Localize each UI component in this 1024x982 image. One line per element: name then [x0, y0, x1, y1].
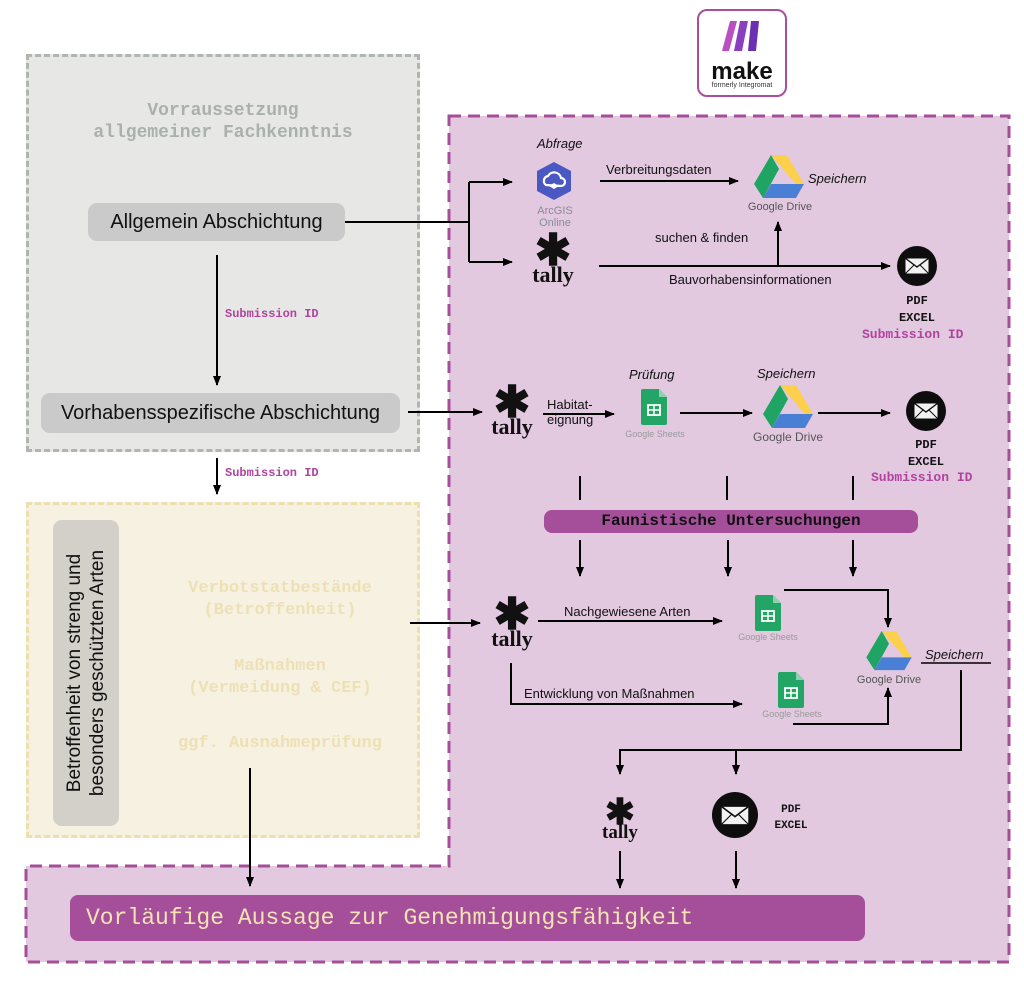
region-general-knowledge [26, 54, 420, 452]
tally-asterisk-icon: ✱ [493, 590, 531, 639]
output-doc-types-1: PDF EXCEL [887, 293, 947, 327]
google-drive-label-3: Google Drive [856, 674, 922, 686]
tally-asterisk-icon: ✱ [604, 791, 636, 832]
mail-icon-3[interactable] [712, 792, 758, 838]
google-drive-label-1: Google Drive [747, 201, 813, 213]
google-sheets-label-3: Google Sheets [762, 709, 822, 719]
region-make-automation [24, 114, 1011, 964]
output-doc-types-2: PDF EXCEL [896, 437, 956, 471]
tally-word-2: tally [491, 414, 533, 439]
doc-excel-3: EXCEL [774, 820, 808, 832]
label-abfrage: Abfrage [537, 136, 583, 151]
edge-drive-to-outputs [616, 670, 962, 775]
google-drive-icon-2[interactable] [763, 385, 813, 429]
doc-excel-2: EXCEL [907, 455, 944, 469]
tally-icon-4[interactable]: ✱ tally [591, 791, 649, 844]
text1-line1: Verbotstatbestände [188, 579, 372, 598]
edge-tally3-to-sheets-measures [510, 663, 743, 708]
edge-label-habitateignung: Habitat- eignung [547, 397, 593, 427]
tally-word-1: tally [532, 262, 574, 287]
text-massnahmen: Maßnahmen (Vermeidung & CEF) [140, 656, 420, 700]
grey-region-title: Vorraussetzung allgemeiner Fachkenntnis [30, 100, 416, 144]
submission-id-label-1: Submission ID [225, 307, 319, 321]
text2-line1: Maßnahmen [234, 657, 326, 676]
google-sheets-icon-1[interactable] [641, 389, 667, 425]
submission-id-label-4: Submission ID [871, 470, 973, 485]
label-speichern-1: Speichern [808, 171, 867, 186]
tally-icon-2[interactable]: ✱ tally [482, 378, 542, 439]
label-pruefung: Prüfung [629, 367, 675, 382]
make-logo: make formerly Integromat [697, 9, 787, 97]
doc-pdf-2: PDF [915, 438, 937, 452]
arcgis-online-label: ArcGIS Online [537, 205, 573, 229]
label-speichern-3: Speichern [925, 647, 984, 662]
submission-id-label-3: Submission ID [862, 327, 964, 342]
text2-line2: (Vermeidung & CEF) [188, 679, 372, 698]
tally-asterisk-icon: ✱ [493, 378, 531, 427]
mail-icon-1[interactable] [897, 246, 937, 286]
text-verbotstatbestaende: Verbotstatbestände (Betroffenheit) [140, 578, 420, 622]
make-logo-icon [722, 21, 759, 51]
node-vorhabensspezifische-abschichtung[interactable]: Vorhabensspezifische Abschichtung [41, 393, 400, 433]
google-drive-icon[interactable] [754, 155, 804, 199]
tally-word-4: tally [602, 822, 638, 843]
label-speichern-2: Speichern [757, 366, 816, 381]
edge-label-suchen-finden: suchen & finden [655, 230, 749, 245]
google-sheets-icon-3[interactable] [778, 672, 804, 708]
doc-pdf-3: PDF [781, 804, 801, 816]
grey-title-line2: allgemeiner Fachkenntnis [93, 123, 353, 143]
edge-label-bauvorhabensinformationen: Bauvorhabensinformationen [669, 272, 832, 287]
google-drive-label-2: Google Drive [752, 430, 824, 444]
submission-id-label-2: Submission ID [225, 466, 319, 480]
doc-pdf-1: PDF [906, 294, 928, 308]
make-logo-word: make [711, 58, 773, 85]
node-faunistische-untersuchungen[interactable]: Faunistische Untersuchungen [544, 510, 918, 533]
google-drive-icon-3[interactable] [866, 631, 912, 671]
edge-label-entwicklung-massnahmen: Entwicklung von Maßnahmen [524, 686, 695, 701]
side-label-line1: Betroffenheit von streng und [64, 553, 85, 793]
tally-icon-1[interactable]: ✱ tally [523, 226, 583, 287]
side-label: Betroffenheit von streng und besonders g… [63, 523, 109, 823]
habitat-line2: eignung [547, 412, 594, 427]
side-label-box: Betroffenheit von streng und besonders g… [53, 520, 119, 826]
make-logo-tagline: formerly Integromat [711, 82, 773, 89]
arcgis-online-icon[interactable] [535, 161, 573, 201]
side-label-line2: besonders geschützten Arten [87, 549, 108, 797]
grey-title-line1: Vorraussetzung [147, 101, 299, 121]
tally-word-3: tally [491, 626, 533, 651]
google-sheets-label-2: Google Sheets [738, 632, 798, 642]
tally-icon-3[interactable]: ✱ tally [482, 590, 542, 651]
output-doc-types-3: PDF EXCEL [766, 802, 816, 834]
text1-line2: (Betroffenheit) [203, 601, 357, 620]
mail-icon-2[interactable] [906, 391, 946, 431]
edge-sheets-species-to-drive [784, 589, 892, 628]
text-ausnahmepruefung: ggf. Ausnahmeprüfung [177, 734, 383, 753]
habitat-line1: Habitat- [547, 397, 593, 412]
tally-asterisk-icon: ✱ [534, 226, 572, 275]
edge-label-verbreitungsdaten: Verbreitungsdaten [606, 162, 712, 177]
google-sheets-label-1: Google Sheets [625, 429, 685, 439]
doc-excel-1: EXCEL [898, 311, 935, 325]
edge-sheets-measures-to-drive [793, 687, 892, 725]
google-sheets-icon-2[interactable] [755, 595, 781, 631]
node-allgemein-abschichtung[interactable]: Allgemein Abschichtung [88, 203, 345, 241]
result-vorlaeufige-aussage[interactable]: Vorläufige Aussage zur Genehmigungsfähig… [70, 895, 865, 941]
edge-label-nachgewiesene-arten: Nachgewiesene Arten [564, 604, 691, 619]
